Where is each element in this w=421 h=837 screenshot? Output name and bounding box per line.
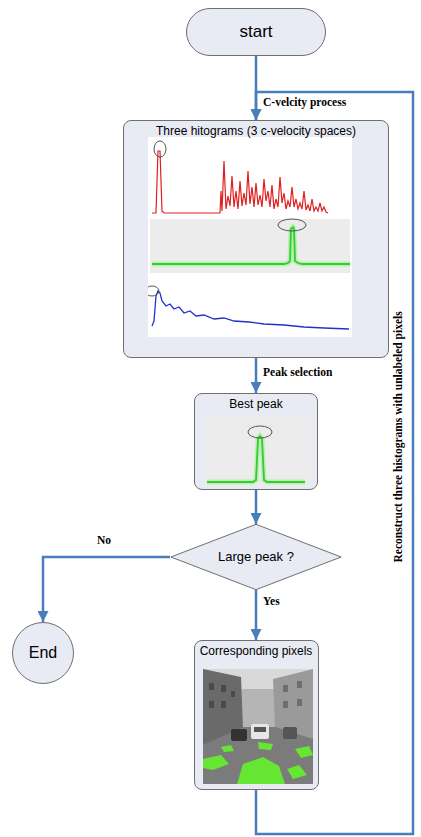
node-text: Large peak ?	[218, 549, 294, 565]
green-histogram-glow	[207, 436, 305, 482]
end-terminal: End	[12, 622, 74, 684]
photo-car	[283, 727, 297, 739]
green-histogram-glow	[152, 227, 350, 264]
edge-label: No	[96, 534, 112, 548]
flow-arrow	[43, 557, 170, 622]
peak-marker	[248, 426, 272, 438]
edge-label: Yes	[262, 595, 281, 609]
labeled-pixels	[221, 745, 234, 752]
edge-label: Peak selection	[262, 366, 333, 380]
peak-marker	[278, 219, 306, 231]
node-text: Three hitograms (3 c-velocity spaces)	[156, 124, 356, 138]
process-box: Corresponding pixels	[194, 640, 319, 790]
photo-window	[221, 701, 226, 708]
flow-arrow	[255, 590, 258, 640]
node-text: start	[239, 22, 272, 42]
labeled-pixels	[295, 746, 313, 758]
process-box: Three hitograms (3 c-velocity spaces)	[123, 120, 389, 358]
green-histogram	[207, 436, 305, 482]
photo-car	[231, 729, 247, 741]
labeled-pixels	[258, 742, 273, 750]
street-photo	[203, 669, 313, 784]
photo-window	[221, 685, 226, 692]
photo-window	[283, 685, 288, 692]
node-text: Best peak	[229, 397, 282, 411]
red-histogram	[152, 151, 328, 213]
photo-window	[283, 701, 288, 708]
histogram-panel	[203, 416, 313, 486]
histogram-illustration	[148, 137, 352, 337]
edge-label: C-velcity process	[262, 96, 347, 110]
flow-arrow	[255, 358, 258, 393]
photo-window	[297, 681, 302, 688]
start-terminal: start	[186, 8, 326, 56]
labeled-pixels	[287, 765, 307, 779]
blue-histogram	[152, 291, 349, 329]
node-text: End	[29, 643, 57, 662]
process-box: Best peak	[194, 393, 318, 490]
photo-window	[297, 699, 302, 706]
diamond-shape	[171, 524, 341, 589]
best-peak-illustration	[203, 416, 313, 486]
photo-ground	[203, 669, 313, 784]
labeled-pixels	[237, 757, 285, 784]
photo-window	[209, 701, 214, 708]
histogram-panel	[148, 137, 352, 337]
photo-building	[241, 689, 275, 729]
photo-car	[251, 724, 269, 739]
photo-window	[231, 691, 235, 697]
labeled-pixels	[203, 755, 229, 770]
peak-marker	[154, 141, 166, 157]
peak-marker	[148, 286, 159, 296]
photo-window	[209, 683, 214, 690]
photo-car-window	[254, 727, 266, 732]
flow-arrow	[255, 490, 258, 524]
node-text: Corresponding pixels	[200, 644, 313, 658]
green-histogram	[152, 227, 350, 264]
edge-label: Reconstruct three histograms with unlabe…	[392, 310, 406, 563]
decision-diamond: Large peak ?	[170, 524, 342, 590]
histogram-band	[150, 219, 350, 273]
